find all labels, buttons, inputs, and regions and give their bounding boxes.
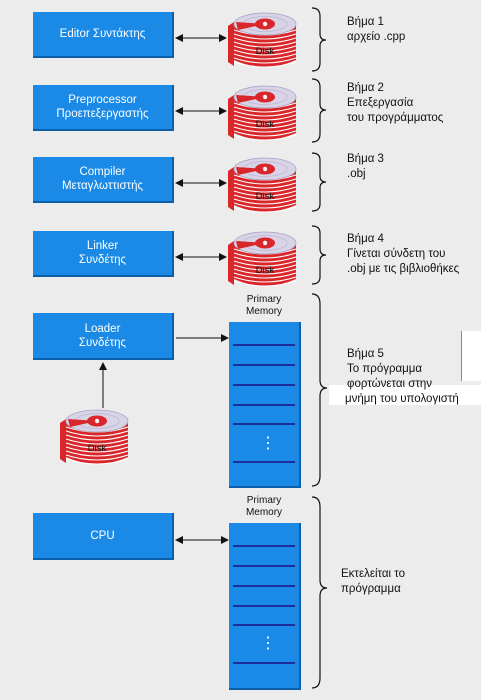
memory-label-2: Primary Memory bbox=[229, 495, 299, 519]
disk-label: Disk bbox=[88, 443, 107, 454]
memory-cell-divider bbox=[233, 565, 295, 567]
disk-icon: Disk bbox=[228, 85, 297, 141]
editor-label: Editor Συντάκτης bbox=[59, 28, 146, 40]
memory-cell-divider bbox=[233, 461, 295, 463]
memory-cell-divider bbox=[233, 404, 295, 406]
loader-greek-label: Συνδέτης bbox=[78, 336, 127, 349]
step-line: Βήμα 1 bbox=[347, 16, 384, 28]
primary-memory-2: ⋮ bbox=[229, 523, 301, 690]
brace-step-5 bbox=[311, 293, 328, 487]
editor-box: Editor Συντάκτης bbox=[33, 12, 174, 58]
linker-label: Linker bbox=[86, 240, 119, 252]
memory-label-2-line2: Memory bbox=[245, 507, 283, 518]
step-3-text: Βήμα 3 .obj bbox=[347, 152, 384, 182]
memory-label-2-line1: Primary bbox=[246, 495, 282, 506]
disk-icon: Disk bbox=[228, 231, 297, 287]
memory-cell-divider bbox=[233, 624, 295, 626]
memory-cell-divider bbox=[233, 384, 295, 386]
cpu-label: CPU bbox=[90, 529, 115, 542]
compiler-label: Compiler bbox=[79, 166, 126, 178]
memory-cell-divider bbox=[233, 364, 295, 366]
memory-cell-divider bbox=[233, 585, 295, 587]
memory-cell-divider bbox=[233, 662, 295, 664]
disk-label: Disk bbox=[256, 191, 275, 202]
step-line: Το πρόγραμμα bbox=[347, 363, 423, 375]
step-line: Εκτελείται το bbox=[341, 568, 406, 580]
step-line: .obj bbox=[347, 168, 366, 180]
disk-icon: Disk bbox=[60, 409, 129, 465]
step-6-text: Εκτελείται το πρόγραμμα bbox=[341, 567, 405, 597]
disk-label: Disk bbox=[256, 119, 275, 130]
step-line: .obj με τις βιβλιοθήκες bbox=[347, 263, 460, 275]
memory-cell-divider bbox=[233, 545, 295, 547]
primary-memory-1: ⋮ bbox=[229, 322, 301, 488]
step-line: πρόγραμμα bbox=[341, 583, 401, 595]
step-line: Βήμα 3 bbox=[347, 153, 384, 165]
step-line: του προγράμματος bbox=[347, 112, 444, 124]
memory-cell-divider bbox=[233, 605, 295, 607]
cpu-box: CPU bbox=[33, 513, 174, 560]
preprocessor-label: Preprocessor bbox=[68, 94, 137, 106]
compiler-box: Compiler Μεταγλωττιστής bbox=[33, 157, 174, 203]
step-line: Βήμα 5 bbox=[347, 348, 384, 360]
memory-label-1-line2: Memory bbox=[245, 306, 283, 317]
step-line: Βήμα 4 bbox=[347, 233, 384, 245]
brace-step-6 bbox=[311, 496, 328, 689]
step-line: μνήμη του υπολογιστή bbox=[345, 393, 459, 405]
memory-label-1-line1: Primary bbox=[246, 294, 282, 305]
brace-step-4 bbox=[311, 225, 327, 285]
memory-cell-divider bbox=[233, 423, 295, 425]
preprocessor-greek-label: Προεπεξεργαστής bbox=[56, 108, 149, 120]
step-4-text: Βήμα 4 Γίνεται σύνδετη του .obj με τις β… bbox=[347, 232, 459, 277]
step-line: Γίνεται σύνδετη του bbox=[347, 248, 446, 260]
brace-step-1 bbox=[311, 7, 327, 72]
step-1-text: Βήμα 1 αρχείο .cpp bbox=[347, 15, 405, 45]
loader-box: Loader Συνδέτης bbox=[33, 313, 174, 360]
compiler-greek-label: Μεταγλωττιστής bbox=[61, 180, 144, 192]
step-line: Βήμα 2 bbox=[347, 82, 384, 94]
linker-box: Linker Συνδέτης bbox=[33, 231, 174, 277]
step-2-text: Βήμα 2 Επεξεργασία του προγράμματος bbox=[347, 81, 443, 126]
step-5-text: Βήμα 5 Το πρόγραμμα φορτώνεται στην μνήμ… bbox=[345, 347, 459, 407]
linker-greek-label: Συνδέτης bbox=[78, 254, 127, 266]
loader-label: Loader bbox=[84, 322, 121, 335]
disk-icon: Disk bbox=[228, 157, 297, 213]
disk-label: Disk bbox=[256, 46, 275, 57]
memory-label-1: Primary Memory bbox=[229, 294, 299, 318]
memory-cell-divider bbox=[233, 344, 295, 346]
brace-step-3 bbox=[311, 152, 327, 212]
step-line: φορτώνεται στην bbox=[347, 378, 433, 390]
step-line: Επεξεργασία bbox=[347, 97, 414, 109]
text-highlight-patch bbox=[329, 385, 481, 405]
step-line: αρχείο .cpp bbox=[347, 31, 406, 43]
disk-label: Disk bbox=[256, 265, 275, 276]
preprocessor-box: Preprocessor Προεπεξεργαστής bbox=[33, 85, 174, 131]
disk-icon: Disk bbox=[228, 12, 297, 68]
cropped-panel-edge bbox=[461, 331, 481, 381]
brace-step-2 bbox=[311, 78, 327, 143]
